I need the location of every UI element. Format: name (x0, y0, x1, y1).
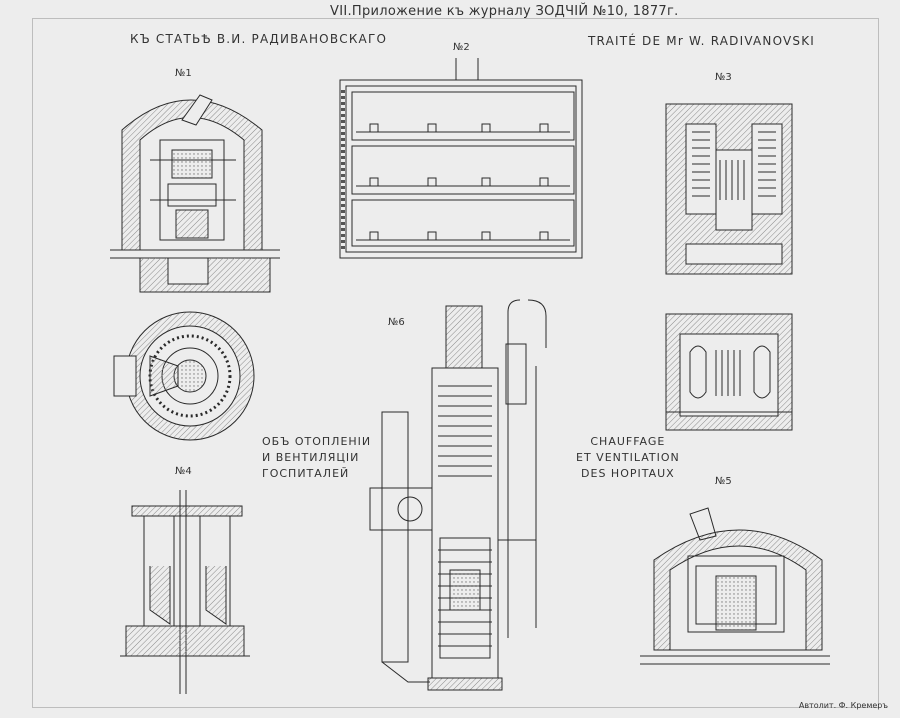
figure-1-stove-section (110, 94, 280, 293)
figure-1-stove-plan (113, 311, 255, 441)
figure-5-stove-section (640, 507, 830, 665)
subtitle-french-line-2: ET VENTILATION (576, 451, 680, 464)
title-french: TRAITÉ DE Mr W. RADIVANOVSKI (588, 34, 816, 48)
figure-2-pipe-network (339, 58, 583, 259)
figure-2-label: №2 (453, 42, 470, 53)
figure-6-ventilation-apparatus (369, 299, 547, 691)
subtitle-russian-line-2: И ВЕНТИЛЯЦІИ (262, 451, 360, 464)
figure-5-label: №5 (715, 476, 732, 487)
figure-3-heater-section (665, 103, 793, 275)
figure-4-label: №4 (175, 466, 192, 477)
figure-1-label: №1 (175, 68, 192, 79)
journal-header: VII.Приложение къ журналу ЗОДЧІЙ №10, 18… (330, 4, 679, 19)
figure-3-label: №3 (715, 72, 732, 83)
figure-6-label: №6 (388, 317, 405, 328)
subtitle-russian-line-1: ОБЪ ОТОПЛЕНІИ (262, 435, 372, 448)
subtitle-french-line-1: CHAUFFAGE (590, 435, 666, 448)
subtitle-russian: ОБЪ ОТОПЛЕНІИ И ВЕНТИЛЯЦІИ ГОСПИТАЛЕЙ (262, 434, 371, 482)
title-russian: КЪ СТАТЬѢ В.И. РАДИВАНОВСКАГО (130, 32, 388, 46)
plate-border (32, 18, 879, 708)
figure-4-stove-section (120, 490, 250, 694)
subtitle-french: CHAUFFAGE ET VENTILATION DES HOPITAUX (576, 434, 680, 482)
figure-3-heater-variant (665, 313, 793, 431)
subtitle-french-line-3: DES HOPITAUX (581, 467, 675, 480)
lithographer-credit: Автолит. Ф. Кремеръ (798, 701, 888, 710)
subtitle-russian-line-3: ГОСПИТАЛЕЙ (262, 467, 350, 480)
